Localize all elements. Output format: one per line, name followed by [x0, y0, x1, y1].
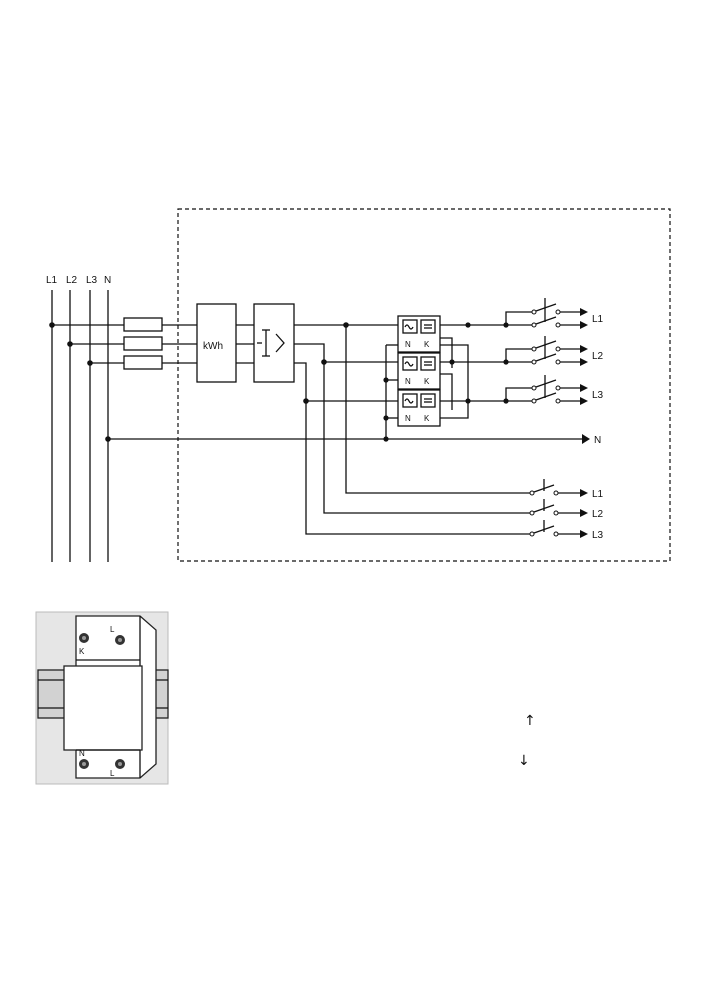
lower-output-label-l3: L3	[592, 530, 604, 541]
energy-meter-label: kWh	[203, 341, 223, 352]
upper-output-label-l2: L2	[592, 351, 604, 362]
module-1-k-label: K	[424, 340, 430, 349]
device-terminal-n: N	[79, 749, 85, 758]
module-3-k-label: K	[424, 414, 430, 423]
din-rail-device-illustration	[36, 612, 168, 784]
lower-switch-l3	[530, 520, 588, 538]
neutral-arrowhead	[582, 434, 590, 444]
upper-output-label-l1: L1	[592, 314, 604, 325]
contactor-module-2: N K	[398, 353, 440, 389]
bus-label-l1: L1	[46, 275, 58, 286]
contactor-module-3: N K	[398, 390, 440, 426]
lower-output-label-l2: L2	[592, 509, 604, 520]
device-terminal-k: K	[79, 647, 85, 656]
upper-switch-l3	[506, 375, 588, 405]
upper-output-label-l3: L3	[592, 390, 604, 401]
device-terminal-l-bottom: L	[110, 769, 115, 778]
meter-to-controller-lines	[236, 325, 254, 363]
fuse-l2	[124, 337, 162, 350]
supply-bus	[52, 290, 108, 562]
lower-switch-l2	[530, 499, 588, 517]
lower-output-label-l1: L1	[592, 489, 604, 500]
bus-label-l3: L3	[86, 275, 98, 286]
fuse-l3	[124, 356, 162, 369]
module-1-n-label: N	[405, 340, 411, 349]
neutral-output-label: N	[594, 435, 601, 446]
lower-switch-l1	[530, 479, 588, 497]
device-terminal-l-top: L	[110, 625, 115, 634]
up-arrow-icon: ↑	[524, 713, 536, 729]
module-2-n-label: N	[405, 377, 411, 386]
module-3-n-label: N	[405, 414, 411, 423]
fuse-l1	[124, 318, 162, 331]
module-right-wiring	[440, 325, 506, 418]
down-arrow-icon: ↓	[518, 753, 530, 769]
upper-switch-l1	[506, 298, 588, 329]
bus-label-n: N	[104, 275, 111, 286]
upper-switch-l2	[506, 336, 588, 366]
contactor-module-1: N K	[398, 316, 440, 352]
bus-label-l2: L2	[66, 275, 78, 286]
module-2-k-label: K	[424, 377, 430, 386]
